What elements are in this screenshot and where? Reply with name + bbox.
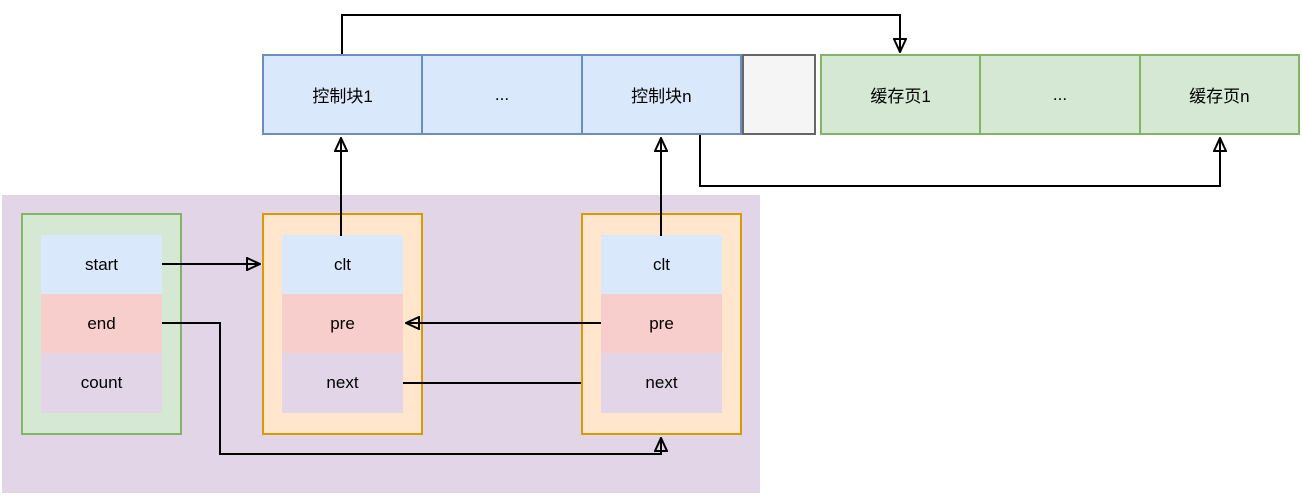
- arrow-control-blockn-to-cache-pagen: [699, 135, 1220, 187]
- cache-pages-row: 缓存页1 ... 缓存页n: [820, 54, 1300, 135]
- cache-page-1-cell: 缓存页1: [870, 87, 931, 106]
- node2-clt-field: clt: [601, 235, 722, 294]
- arrow-control-block1-to-cache-page1: [341, 14, 900, 54]
- end-field: end: [41, 294, 162, 353]
- node1-pre-field: pre: [282, 294, 403, 353]
- control-block-1-cell: 控制块1: [312, 87, 373, 106]
- memory-gap-cell: [742, 54, 816, 135]
- control-node-2-fields: clt pre next: [601, 235, 722, 413]
- control-node-1-fields: clt pre next: [282, 235, 403, 413]
- start-field: start: [41, 235, 162, 294]
- control-block-n-cell: 控制块n: [580, 56, 740, 133]
- free-list-header-box: start end count: [21, 213, 182, 435]
- control-node-1-box: clt pre next: [262, 213, 423, 435]
- free-list-header-fields: start end count: [41, 235, 162, 413]
- control-blocks-row: 控制块1 ... 控制块n: [262, 54, 742, 135]
- node1-clt-field: clt: [282, 235, 403, 294]
- cache-pages-ellipsis-cell: ...: [979, 56, 1138, 133]
- node2-pre-field: pre: [601, 294, 722, 353]
- control-blocks-ellipsis-cell: ...: [421, 56, 580, 133]
- count-field: count: [41, 353, 162, 413]
- node1-next-field: next: [282, 353, 403, 413]
- cache-page-n-cell: 缓存页n: [1138, 56, 1298, 133]
- control-node-2-box: clt pre next: [581, 213, 742, 435]
- node2-next-field: next: [601, 353, 722, 413]
